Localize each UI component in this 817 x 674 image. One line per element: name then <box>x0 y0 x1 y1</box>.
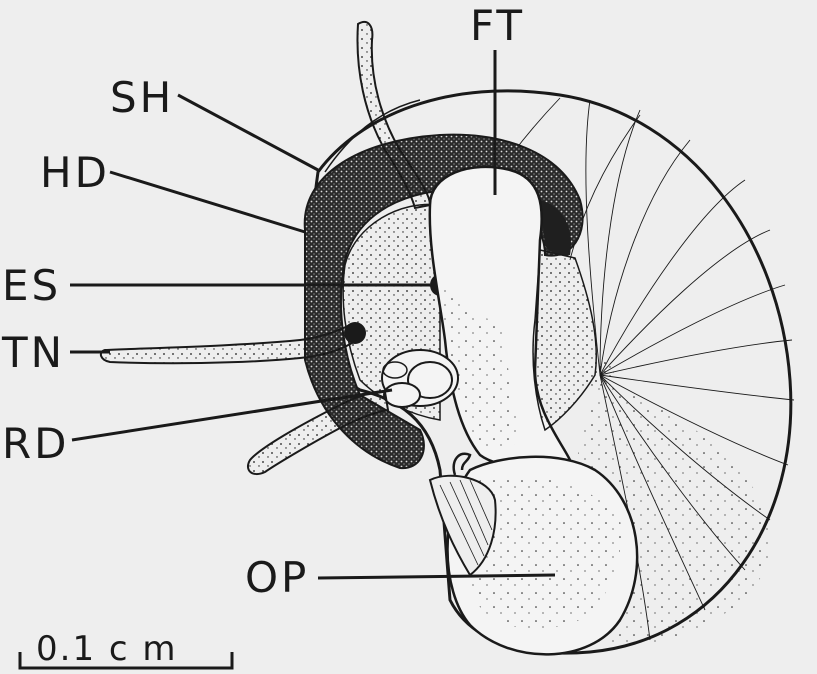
label-tn: TN <box>1 328 65 377</box>
label-op: OP <box>245 553 309 602</box>
label-es: ES <box>2 261 61 310</box>
leader-hd <box>110 172 305 232</box>
operculum <box>430 454 637 655</box>
scale-bar: 0.1 c m <box>20 629 232 669</box>
label-rd: RD <box>2 419 70 468</box>
leader-sh <box>178 95 318 170</box>
radula <box>382 350 458 407</box>
label-sh: SH <box>110 73 174 122</box>
label-ft: FT <box>470 1 525 50</box>
label-hd: HD <box>40 148 110 197</box>
scale-bar-label: 0.1 c m <box>36 629 178 669</box>
